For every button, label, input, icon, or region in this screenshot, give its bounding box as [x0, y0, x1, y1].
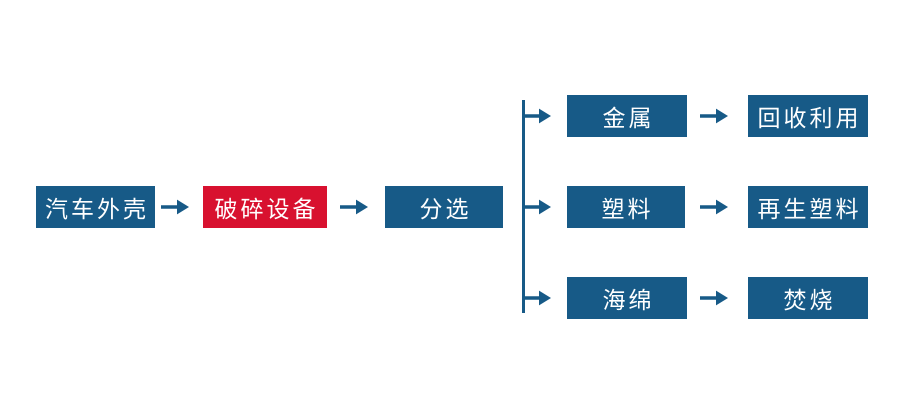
branch-arrow-icon — [523, 108, 551, 124]
right-arrow-icon — [700, 199, 728, 215]
node-recycled-plastic: 再生塑料 — [748, 186, 868, 228]
node-label: 焚烧 — [783, 287, 836, 313]
node-recycling: 回收利用 — [748, 95, 868, 137]
node-label: 汽车外壳 — [45, 196, 149, 222]
node-label: 金属 — [602, 105, 655, 131]
node-label: 回收利用 — [757, 105, 862, 131]
node-sorting: 分选 — [385, 186, 503, 228]
right-arrow-icon — [700, 290, 728, 306]
node-label: 破碎设备 — [214, 196, 319, 222]
node-metal: 金属 — [567, 95, 687, 137]
branch-arrow-icon — [523, 290, 551, 306]
node-sponge: 海绵 — [567, 277, 687, 319]
node-label: 塑料 — [601, 196, 654, 222]
right-arrow-icon — [340, 199, 368, 215]
node-label: 再生塑料 — [757, 196, 862, 222]
node-label: 分选 — [419, 196, 472, 222]
right-arrow-icon — [700, 108, 728, 124]
branch-arrow-icon — [523, 199, 551, 215]
right-arrow-icon — [161, 199, 189, 215]
node-car-shell: 汽车外壳 — [36, 186, 155, 228]
node-plastic: 塑料 — [567, 186, 685, 228]
node-incineration: 焚烧 — [748, 277, 868, 319]
node-crusher: 破碎设备 — [203, 186, 327, 228]
node-label: 海绵 — [602, 287, 655, 313]
